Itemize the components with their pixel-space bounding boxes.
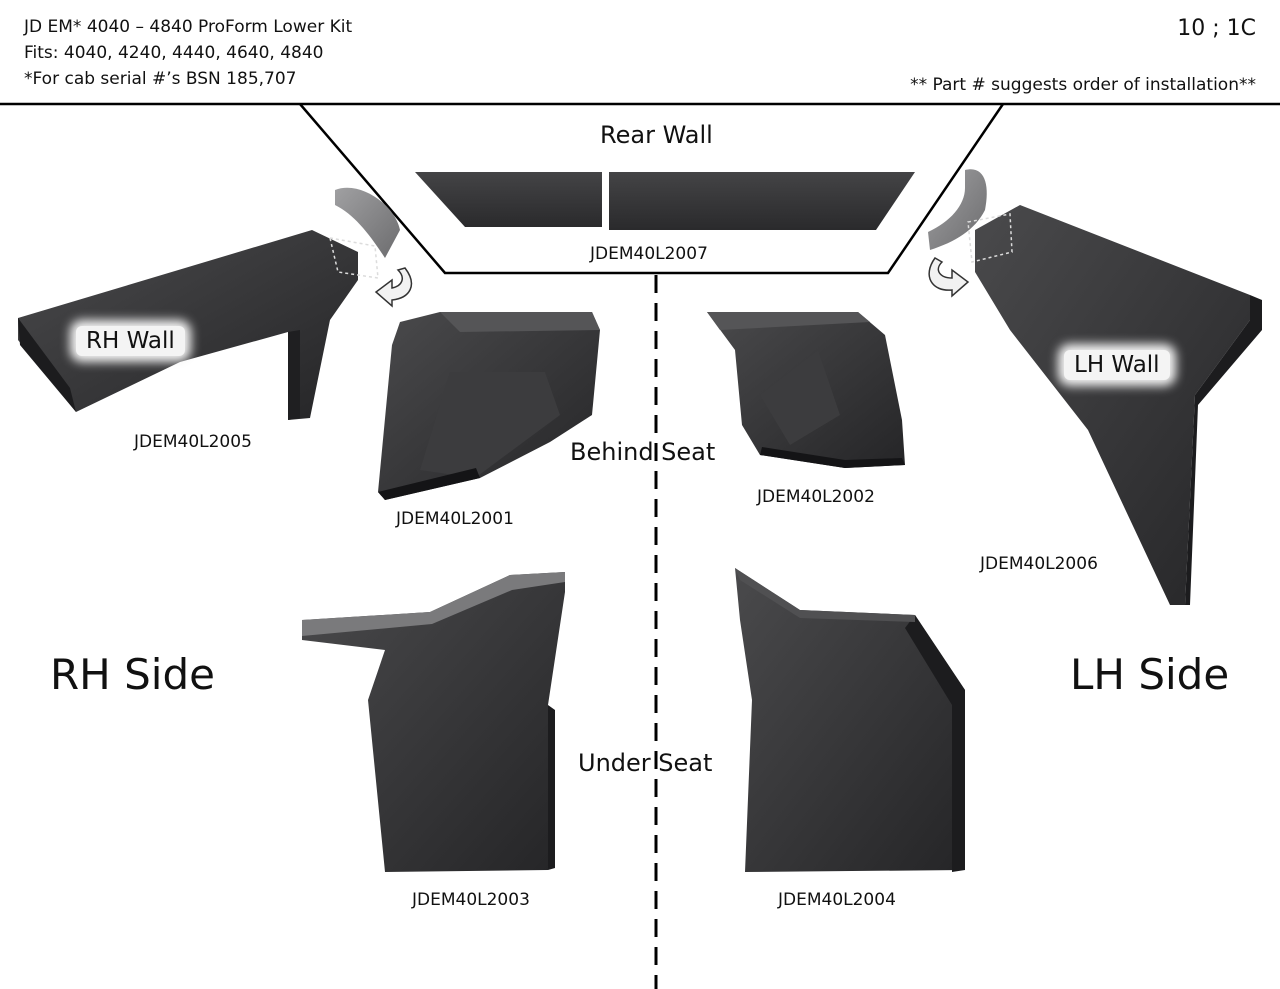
under-seat-lh-panel [735,568,965,872]
serial-note: *For cab serial #’s BSN 185,707 [24,69,297,89]
behind-seat-rh-panel [378,312,600,500]
behind-seat-lh-panel [707,312,905,468]
part-number-lh-wall: JDEM40L2006 [980,554,1098,574]
fits-models: Fits: 4040, 4240, 4440, 4640, 4840 [24,43,324,63]
rh-foam-strip [335,187,400,258]
part-number-under-seat-lh: JDEM40L2004 [778,890,896,910]
rear-wall-label: Rear Wall [600,121,713,149]
install-order-note: ** Part # suggests order of installation… [910,75,1256,95]
rear-wall-panel [415,172,915,230]
page-code: 10 ; 1C [1177,16,1256,41]
rh-side-label: RH Side [50,650,215,699]
rear-wall-frame [299,103,1005,275]
lh-wall-label: LH Wall [1064,350,1170,380]
under-seat-rh-panel [302,572,565,872]
lh-foam-strip [928,169,987,250]
under-seat-label: Under Seat [578,749,713,777]
rh-wall-label: RH Wall [76,326,185,356]
rh-arrow-icon [374,267,413,308]
rh-wall-panel [18,230,379,420]
part-number-rear-wall: JDEM40L2007 [590,244,708,264]
part-number-behind-seat-rh: JDEM40L2001 [396,509,514,529]
behind-seat-label: Behind Seat [570,438,716,466]
lh-wall-panel [967,205,1262,605]
lh-arrow-icon [928,257,970,298]
kit-title: JD EM* 4040 – 4840 ProForm Lower Kit [24,17,353,37]
lh-side-label: LH Side [1070,650,1230,699]
part-number-behind-seat-lh: JDEM40L2002 [757,487,875,507]
part-number-rh-wall: JDEM40L2005 [134,432,252,452]
part-number-under-seat-rh: JDEM40L2003 [412,890,530,910]
